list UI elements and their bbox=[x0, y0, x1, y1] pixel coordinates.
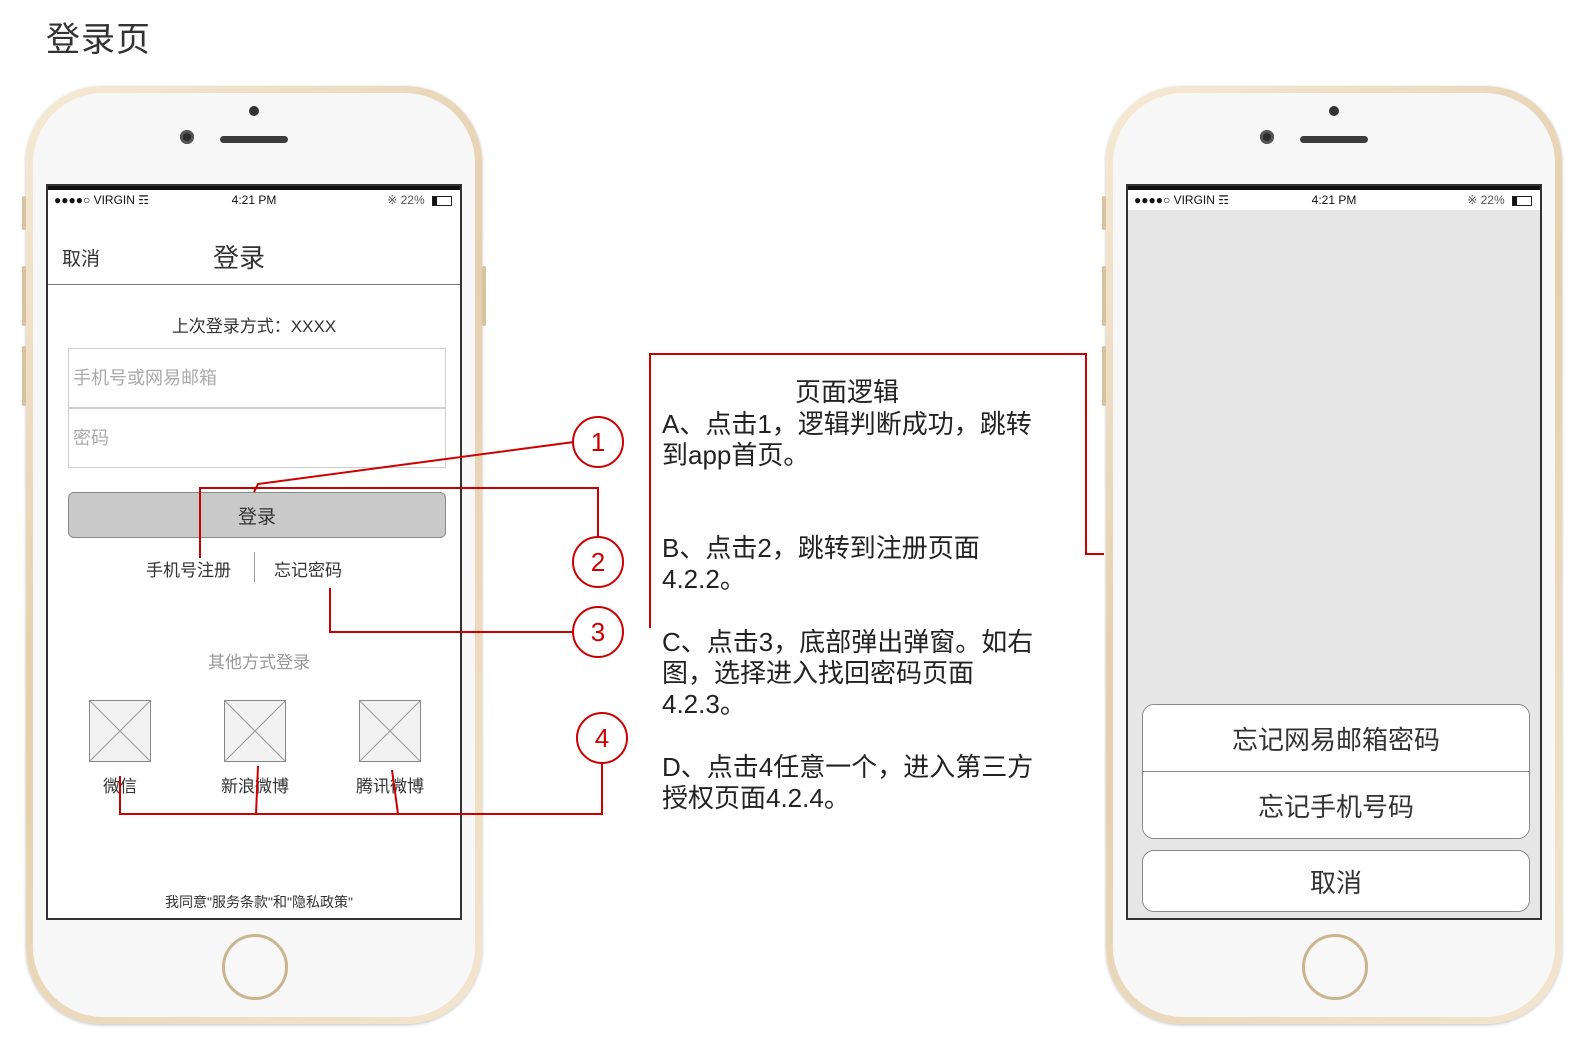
last-login-method: 上次登录方式：XXXX bbox=[171, 317, 337, 336]
image-placeholder-icon bbox=[359, 700, 421, 762]
sheet-cancel-button[interactable]: 取消 bbox=[1143, 851, 1529, 911]
marker-2: 2 bbox=[572, 536, 624, 588]
volume-down-button bbox=[22, 346, 26, 406]
status-bar: ●●●●○ VIRGIN ☶ 4:21 PM ※ 22% bbox=[1128, 186, 1540, 210]
connector-2 bbox=[199, 487, 599, 558]
phone-register-link[interactable]: 手机号注册 bbox=[146, 561, 231, 580]
connector-1 bbox=[253, 441, 575, 493]
marker-1: 1 bbox=[572, 416, 624, 468]
logic-item-a: A、点击1，逻辑判断成功，跳转到app首页。 bbox=[662, 409, 1032, 470]
volume-up-button bbox=[1102, 266, 1106, 326]
login-phone-mockup: ●●●●○ VIRGIN ☶ 4:21 PM ※ 22% 取消 登录 上次登录方… bbox=[22, 86, 486, 1024]
action-sheet-phone-mockup: ●●●●○ VIRGIN ☶ 4:21 PM ※ 22% 忘记网易邮箱密码 忘记… bbox=[1102, 86, 1562, 1024]
cancel-group: 取消 bbox=[1142, 850, 1530, 912]
front-camera-icon bbox=[1260, 130, 1274, 144]
mute-switch bbox=[22, 196, 26, 230]
carrier-label: ●●●●○ VIRGIN bbox=[1134, 193, 1215, 207]
proximity-sensor bbox=[1329, 106, 1339, 116]
social-label: 新浪微博 bbox=[221, 777, 289, 796]
wechat-login[interactable]: 微信 bbox=[70, 700, 170, 797]
battery-icon bbox=[432, 195, 452, 206]
tencent-weibo-login[interactable]: 腾讯微博 bbox=[340, 700, 440, 797]
page-title: 登录页 bbox=[46, 21, 151, 59]
cancel-button[interactable]: 取消 bbox=[62, 249, 101, 270]
connector-4 bbox=[119, 760, 603, 815]
login-button[interactable]: 登录 bbox=[68, 492, 446, 538]
logic-title: 页面逻辑 bbox=[794, 377, 899, 407]
forgot-email-password-option[interactable]: 忘记网易邮箱密码 bbox=[1143, 705, 1529, 771]
logic-item-c: C、点击3，底部弹出弹窗。如右图，选择进入找回密码页面4.2.3。 bbox=[662, 627, 1034, 719]
connector-4-weibo bbox=[255, 765, 259, 815]
forgot-password-link[interactable]: 忘记密码 bbox=[274, 561, 342, 580]
image-placeholder-icon bbox=[224, 700, 286, 762]
battery-icon bbox=[1512, 195, 1532, 206]
proximity-sensor bbox=[249, 106, 259, 116]
other-login-heading: 其他方式登录 bbox=[208, 653, 310, 672]
action-sheet-screen: ●●●●○ VIRGIN ☶ 4:21 PM ※ 22% 忘记网易邮箱密码 忘记… bbox=[1126, 184, 1542, 920]
status-time: 4:21 PM bbox=[231, 193, 277, 207]
link-divider bbox=[254, 552, 255, 582]
logic-item-b: B、点击2，跳转到注册页面4.2.2。 bbox=[662, 533, 980, 594]
forgot-phone-number-option[interactable]: 忘记手机号码 bbox=[1143, 772, 1529, 838]
sina-weibo-login[interactable]: 新浪微博 bbox=[205, 700, 305, 797]
status-bar: ●●●●○ VIRGIN ☶ 4:21 PM ※ 22% bbox=[48, 186, 460, 210]
front-camera-icon bbox=[180, 130, 194, 144]
divider bbox=[1143, 771, 1529, 772]
earpiece-speaker bbox=[220, 136, 288, 143]
bluetooth-icon: ※ bbox=[387, 193, 398, 207]
password-input[interactable] bbox=[68, 408, 446, 468]
phone-or-email-input[interactable] bbox=[68, 348, 446, 408]
login-screen: ●●●●○ VIRGIN ☶ 4:21 PM ※ 22% 取消 登录 上次登录方… bbox=[46, 184, 462, 920]
nav-title: 登录 bbox=[212, 243, 265, 273]
nav-bar: 取消 登录 bbox=[48, 210, 460, 285]
mute-switch bbox=[1102, 196, 1106, 230]
logic-bracket bbox=[649, 353, 1104, 628]
logic-item-d: D、点击4任意一个，进入第三方授权页面4.2.4。 bbox=[662, 752, 1034, 813]
social-label: 腾讯微博 bbox=[356, 777, 424, 796]
connector-4-tencent bbox=[391, 769, 399, 815]
home-button bbox=[1302, 934, 1368, 1000]
wifi-icon: ☶ bbox=[138, 193, 150, 207]
image-placeholder-icon bbox=[89, 700, 151, 762]
volume-down-button bbox=[1102, 346, 1106, 406]
status-time: 4:21 PM bbox=[1311, 193, 1357, 207]
carrier-label: ●●●●○ VIRGIN bbox=[54, 193, 135, 207]
volume-up-button bbox=[22, 266, 26, 326]
agreement-text[interactable]: 我同意"服务条款"和"隐私政策" bbox=[165, 894, 353, 910]
battery-percent: 22% bbox=[400, 193, 425, 207]
home-button bbox=[222, 934, 288, 1000]
bluetooth-icon: ※ bbox=[1467, 193, 1478, 207]
battery-percent: 22% bbox=[1480, 193, 1505, 207]
marker-4: 4 bbox=[576, 712, 628, 764]
page-logic-notes: 页面逻辑 A、点击1，逻辑判断成功，跳转到app首页。 B、点击2，跳转到注册页… bbox=[662, 372, 1052, 814]
marker-3: 3 bbox=[572, 606, 624, 658]
forgot-options-group: 忘记网易邮箱密码 忘记手机号码 bbox=[1142, 704, 1530, 839]
connector-3 bbox=[329, 588, 574, 633]
wifi-icon: ☶ bbox=[1218, 193, 1230, 207]
earpiece-speaker bbox=[1300, 136, 1368, 143]
power-button bbox=[482, 266, 486, 326]
